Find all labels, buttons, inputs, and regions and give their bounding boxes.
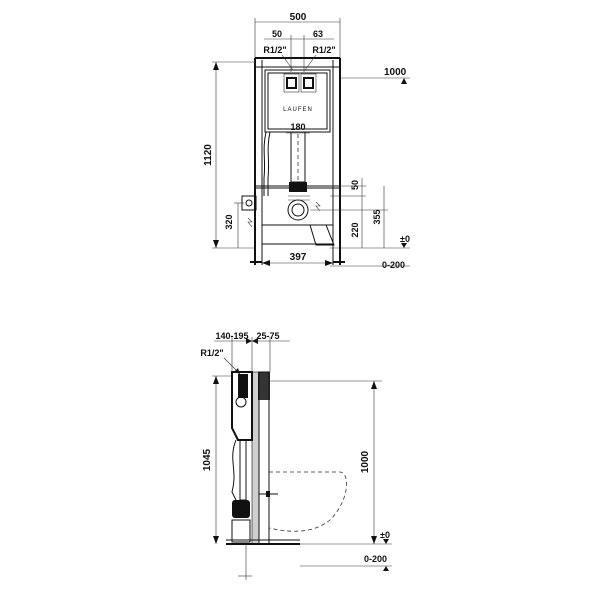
outlet-220-label: 220 [350,222,360,237]
front-level-zero-label: ±0 [400,234,410,244]
cistern-side [231,371,253,441]
flex-hose [263,131,267,196]
side-down-pipe [239,440,247,501]
width-500-label: 500 [290,12,307,23]
side-level-zero-label: ±0 [380,530,390,540]
height-1045-label: 1045 [202,448,213,471]
wc-bowl-outline [268,471,347,532]
depth-140-195-label: 140-195 [215,331,248,341]
inlet-355-label: 355 [372,209,382,224]
electrical-socket [241,195,257,211]
side-level-1000-label: 1000 [360,450,371,473]
height-1120-label: 1120 [203,144,214,166]
right-connection-label: R1/2" [312,45,335,55]
socket-320-label: 320 [224,214,234,229]
side-connection-label: R1/2" [200,348,223,358]
outlet-50-label: 50 [350,180,360,190]
front-view: LAUFEN 500 50 [203,12,410,270]
left-connection-label: R1/2" [263,45,286,55]
bottom-397-label: 397 [290,252,307,263]
front-floor-0-200-label: 0-200 [382,260,405,270]
waste-outlet-foot [309,224,335,246]
outlet-elbow [287,199,309,221]
side-view: 140-195 25-75 R1/2" 1045 1000 ±0 0-200 [200,331,392,580]
frame-profile [251,371,260,545]
flush-pipe-180-label: 180 [290,122,305,132]
front-level-1000-label: 1000 [384,67,407,78]
left-offset-label: 50 [272,29,282,39]
wall-25-75-label: 25-75 [256,331,279,341]
brand-label: LAUFEN [283,107,313,113]
side-floor-0-200-label: 0-200 [364,554,387,564]
right-offset-label: 63 [313,29,323,39]
